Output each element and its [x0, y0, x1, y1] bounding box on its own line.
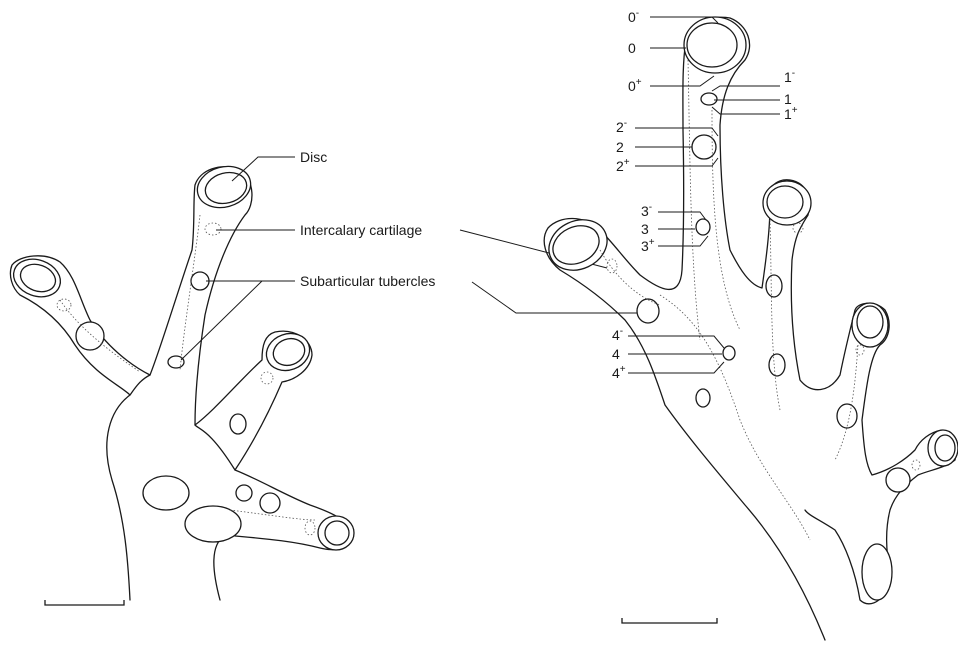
marker-0-plus: 0+ — [628, 77, 642, 94]
tubercle-right-9 — [837, 404, 857, 428]
marker-2-plus: 2+ — [616, 157, 630, 174]
marker-3: 3 — [641, 221, 649, 237]
label-subarticular-tubercles: Subarticular tubercles — [300, 273, 435, 289]
tubercle-right-8 — [769, 354, 785, 376]
tubercle-left-5 — [143, 476, 189, 510]
tubercle-right-3 — [696, 219, 710, 235]
right-hand — [541, 17, 958, 640]
scale-bar-left — [45, 600, 124, 605]
tubercle-right-11 — [862, 544, 892, 600]
marker-0-minus: 0- — [628, 8, 639, 25]
marker-0: 0 — [628, 40, 636, 56]
marker-1-plus: 1+ — [784, 105, 798, 122]
marker-1: 1 — [784, 91, 792, 107]
tubercle-left-4 — [230, 414, 246, 434]
marker-2-minus: 2- — [616, 118, 627, 135]
marker-2: 2 — [616, 139, 624, 155]
tubercle-right-7 — [766, 275, 782, 297]
tubercle-right-10 — [886, 468, 910, 492]
tubercle-left-6 — [185, 506, 241, 542]
scale-bar-right — [622, 618, 717, 623]
marker-4: 4 — [612, 346, 620, 362]
marker-4-minus: 4- — [612, 326, 623, 343]
tubercle-left-7 — [236, 485, 252, 501]
label-disc: Disc — [300, 149, 327, 165]
label-intercalary-cartilage: Intercalary cartilage — [300, 222, 422, 238]
marker-3-plus: 3+ — [641, 237, 655, 254]
marker-3-minus: 3- — [641, 202, 652, 219]
marker-1-minus: 1- — [784, 68, 795, 85]
tubercle-left-8 — [260, 493, 280, 513]
tubercle-left-3 — [76, 322, 104, 350]
marker-4-plus: 4+ — [612, 364, 626, 381]
disc-right-outer — [541, 211, 616, 280]
tubercle-right-1 — [701, 93, 717, 105]
tubercle-right-5 — [723, 346, 735, 360]
tubercle-right-4 — [637, 299, 659, 323]
tubercle-right-6 — [696, 389, 710, 407]
